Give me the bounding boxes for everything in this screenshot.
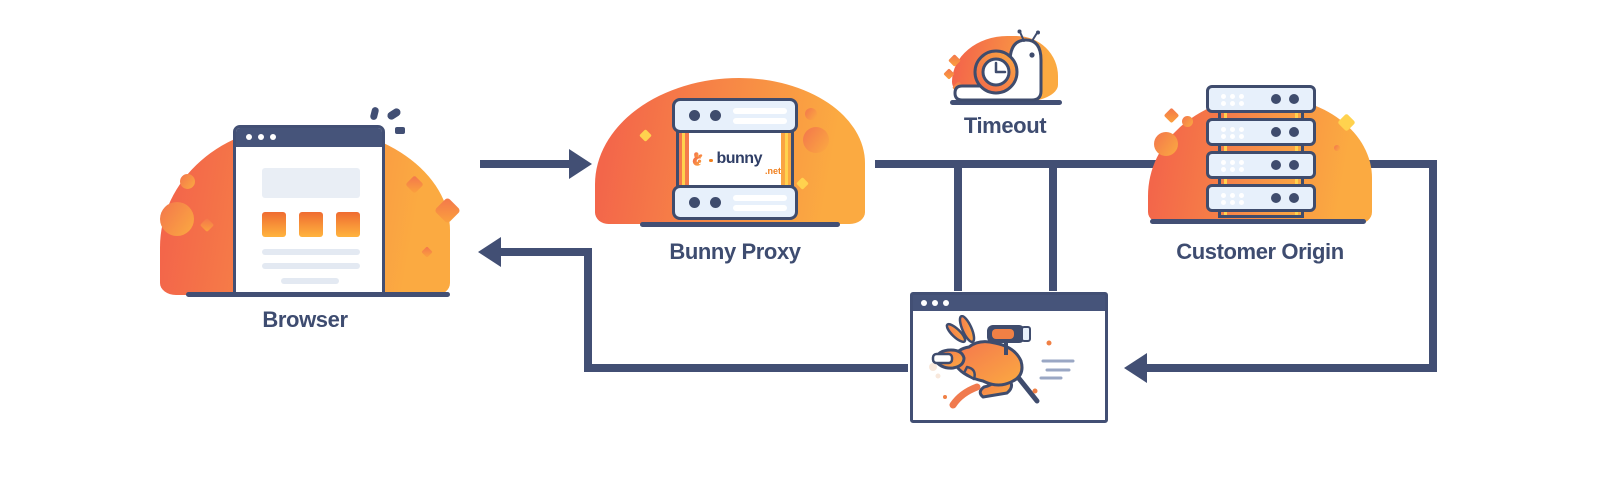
browser-label: Browser bbox=[262, 307, 348, 332]
arrowhead-to-mascot-window bbox=[1124, 353, 1147, 383]
page-card-placeholder bbox=[299, 212, 323, 237]
decor-tick-icon bbox=[395, 127, 405, 134]
browser-titlebar bbox=[236, 128, 382, 147]
accent-strip bbox=[785, 133, 788, 185]
mascot-window-titlebar bbox=[913, 295, 1105, 311]
proxy-logo-panel: bunny .net bbox=[689, 133, 781, 185]
decor-tick-icon bbox=[385, 106, 403, 122]
window-dot-icon bbox=[921, 300, 927, 306]
server-led-icon bbox=[689, 110, 700, 121]
page-text-placeholder bbox=[281, 278, 339, 284]
window-dot-icon bbox=[270, 134, 276, 140]
decor-dot bbox=[805, 108, 817, 120]
decor-sparkle-icon bbox=[1163, 107, 1180, 124]
server-vent-line bbox=[733, 195, 787, 201]
arrowhead-to-browser bbox=[478, 237, 501, 267]
logo-dash bbox=[708, 159, 714, 162]
customer-origin-label: Customer Origin bbox=[1176, 239, 1344, 264]
timeout-ground-line bbox=[950, 100, 1062, 105]
server-led-icon bbox=[689, 197, 700, 208]
edge-return-to-browser bbox=[499, 248, 908, 372]
mascot-window-node bbox=[910, 292, 1108, 423]
origin-ground-line bbox=[1150, 219, 1366, 224]
page-card-placeholder bbox=[262, 212, 286, 237]
server-led-icon bbox=[1271, 127, 1281, 137]
server-led-icon bbox=[710, 197, 721, 208]
proxy-server-top-bar bbox=[672, 98, 798, 133]
arrowhead-to-proxy bbox=[569, 149, 592, 179]
decor-dot bbox=[803, 127, 829, 153]
proxy-ground-line bbox=[640, 222, 840, 227]
timeout-label: Timeout bbox=[963, 113, 1047, 138]
window-dot-icon bbox=[932, 300, 938, 306]
page-hero-placeholder bbox=[262, 168, 360, 198]
decor-dot bbox=[180, 174, 195, 189]
window-dot-icon bbox=[246, 134, 252, 140]
server-unit bbox=[1206, 118, 1316, 146]
timeout-node: Timeout bbox=[940, 28, 1070, 143]
logo-brand-text: bunny bbox=[716, 150, 762, 167]
server-vent-line bbox=[733, 205, 787, 211]
page-text-placeholder bbox=[262, 263, 360, 269]
goggles-icon bbox=[931, 352, 954, 365]
server-led-icon bbox=[1289, 160, 1299, 170]
bunny-proxy-node: bunny .net Bunny Proxy bbox=[595, 75, 875, 270]
decor-dot bbox=[1182, 116, 1193, 127]
page-card-placeholder bbox=[336, 212, 360, 237]
leaping-bunny-mascot-icon bbox=[929, 315, 1075, 409]
server-led-icon bbox=[1271, 94, 1281, 104]
server-led-icon bbox=[1289, 193, 1299, 203]
browser-window bbox=[233, 125, 385, 295]
proxy-server-body: bunny .net bbox=[676, 130, 794, 188]
decor-tick-icon bbox=[369, 106, 380, 121]
server-led-icon bbox=[1289, 94, 1299, 104]
server-vent-line bbox=[733, 108, 787, 114]
server-unit bbox=[1206, 151, 1316, 179]
bunny-logo-icon bbox=[692, 152, 703, 166]
server-led-icon bbox=[710, 110, 721, 121]
server-unit bbox=[1206, 184, 1316, 212]
page-text-placeholder bbox=[262, 249, 360, 255]
browser-node: Browser bbox=[150, 100, 461, 340]
decor-dot bbox=[160, 202, 194, 236]
server-led-icon bbox=[1271, 193, 1281, 203]
logo-tld-text: .net bbox=[764, 166, 781, 176]
bunny-proxy-label: Bunny Proxy bbox=[669, 239, 801, 264]
server-vent-line bbox=[733, 118, 787, 124]
server-unit bbox=[1206, 85, 1316, 113]
decor-dot bbox=[1154, 132, 1178, 156]
accent-strip bbox=[682, 133, 685, 185]
server-led-icon bbox=[1289, 127, 1299, 137]
window-dot-icon bbox=[258, 134, 264, 140]
snail-clock-icon bbox=[953, 29, 1043, 102]
decor-dot bbox=[1334, 145, 1340, 151]
window-dot-icon bbox=[943, 300, 949, 306]
customer-origin-node: Customer Origin bbox=[1140, 80, 1380, 275]
proxy-server-bottom-bar bbox=[672, 185, 798, 220]
server-led-icon bbox=[1271, 160, 1281, 170]
